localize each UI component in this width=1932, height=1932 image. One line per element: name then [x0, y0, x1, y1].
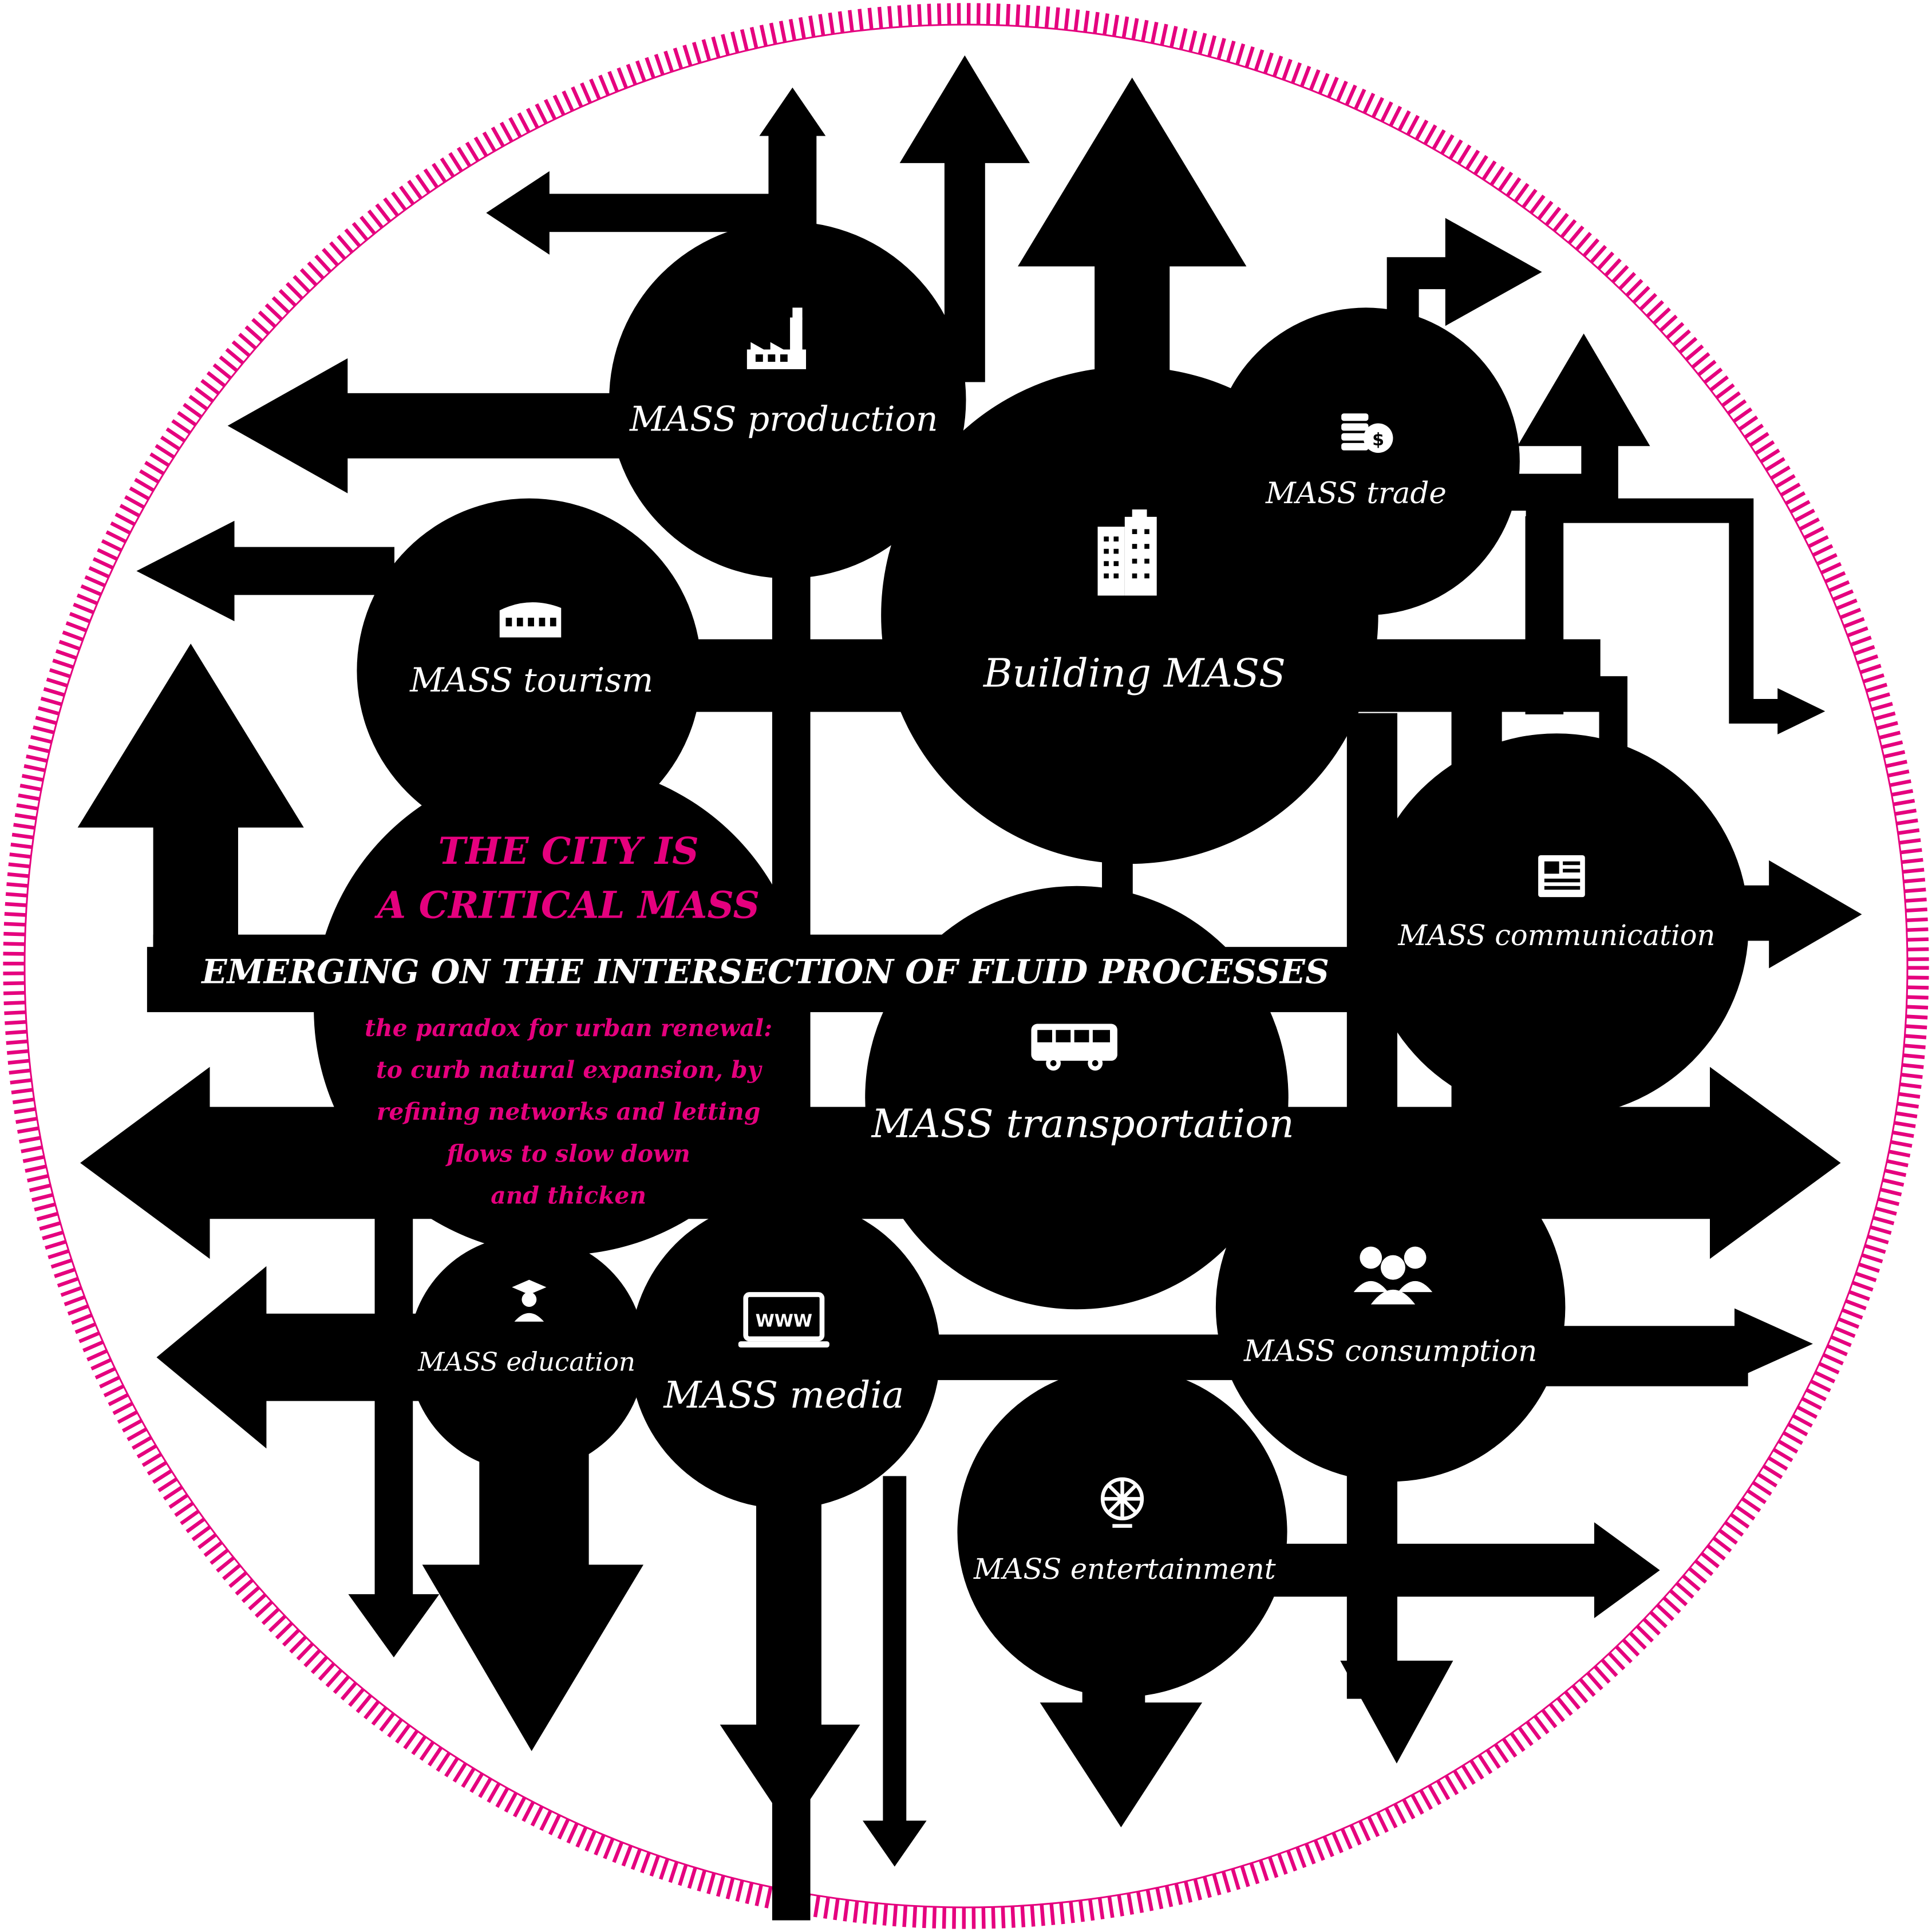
- node-media: [630, 1198, 941, 1509]
- buildings-icon: [1097, 509, 1157, 596]
- arrow-left-tourism: [136, 520, 394, 622]
- headline-line1: THE CITY IS: [438, 829, 699, 873]
- headline: THE CITY IS A CRITICAL MASS EMERGING ON …: [200, 829, 1329, 1209]
- nodes: [314, 221, 1749, 1697]
- label-media: MASS media: [663, 1374, 904, 1417]
- arrow-down-media: [720, 1476, 860, 1830]
- label-communication: MASS communication: [1397, 919, 1715, 952]
- label-transportation: MASS transportation: [871, 1101, 1294, 1147]
- node-entertainment: [957, 1367, 1287, 1697]
- label-tourism: MASS tourism: [409, 661, 653, 700]
- arrow-double-horizontal: [80, 1066, 1841, 1259]
- people-group-icon: [1353, 1246, 1433, 1305]
- vertical-left: [374, 1211, 413, 1607]
- headline-subtitle: EMERGING ON THE INTERSECTION OF FLUID PR…: [200, 953, 1329, 991]
- label-consumption: MASS consumption: [1243, 1334, 1537, 1369]
- node-building: [881, 366, 1378, 864]
- headline-line2: A CRITICAL MASS: [374, 884, 760, 927]
- arrow-down-small-left: [348, 1594, 440, 1658]
- coins-icon: [1341, 413, 1393, 453]
- outer-ring: [3, 3, 1929, 1929]
- coin-dollar-sign: $: [1372, 430, 1384, 450]
- arrow-up-right: [1501, 333, 1650, 511]
- label-education: MASS education: [417, 1347, 635, 1377]
- node-consumption: [1215, 1132, 1566, 1482]
- ferris-wheel-icon: [1100, 1477, 1144, 1528]
- paradox-line-3: refining networks and letting: [377, 1098, 761, 1125]
- paradox-line-4: flows to slow down: [445, 1140, 690, 1167]
- node-headline-circle: [314, 762, 807, 1255]
- node-tourism: [357, 498, 702, 843]
- arrow-up-tall: [899, 55, 1030, 382]
- label-production: MASS production: [629, 399, 938, 439]
- label-entertainment: MASS entertainment: [973, 1552, 1276, 1586]
- paradox-line-1: the paradox for urban renewal:: [365, 1014, 772, 1042]
- arrow-right-consumption: [1538, 1308, 1813, 1386]
- arrow-down-thin-media: [863, 1476, 927, 1867]
- arrow-right-mid: [1526, 498, 1826, 734]
- arrow-up-big: [1018, 77, 1247, 407]
- arrow-left-top: [486, 171, 801, 255]
- node-education: [408, 1235, 645, 1472]
- arrow-down-right: [1340, 1660, 1453, 1764]
- label-building: Building MASS: [982, 651, 1286, 697]
- node-production: [609, 221, 966, 579]
- paradox-line-5: and thicken: [491, 1182, 646, 1209]
- node-communication: [1364, 733, 1749, 1117]
- www-laptop-icon: [738, 1292, 829, 1348]
- arrow-left-production: [227, 358, 678, 493]
- www-text: WWW: [756, 1311, 813, 1331]
- arrow-right-entertainment: [1254, 1522, 1660, 1618]
- label-trade: MASS trade: [1265, 476, 1447, 511]
- paradox-line-2: to curb natural expansion, by: [376, 1056, 763, 1084]
- node-transportation: [865, 886, 1289, 1310]
- vertical-trade: [1525, 516, 1564, 714]
